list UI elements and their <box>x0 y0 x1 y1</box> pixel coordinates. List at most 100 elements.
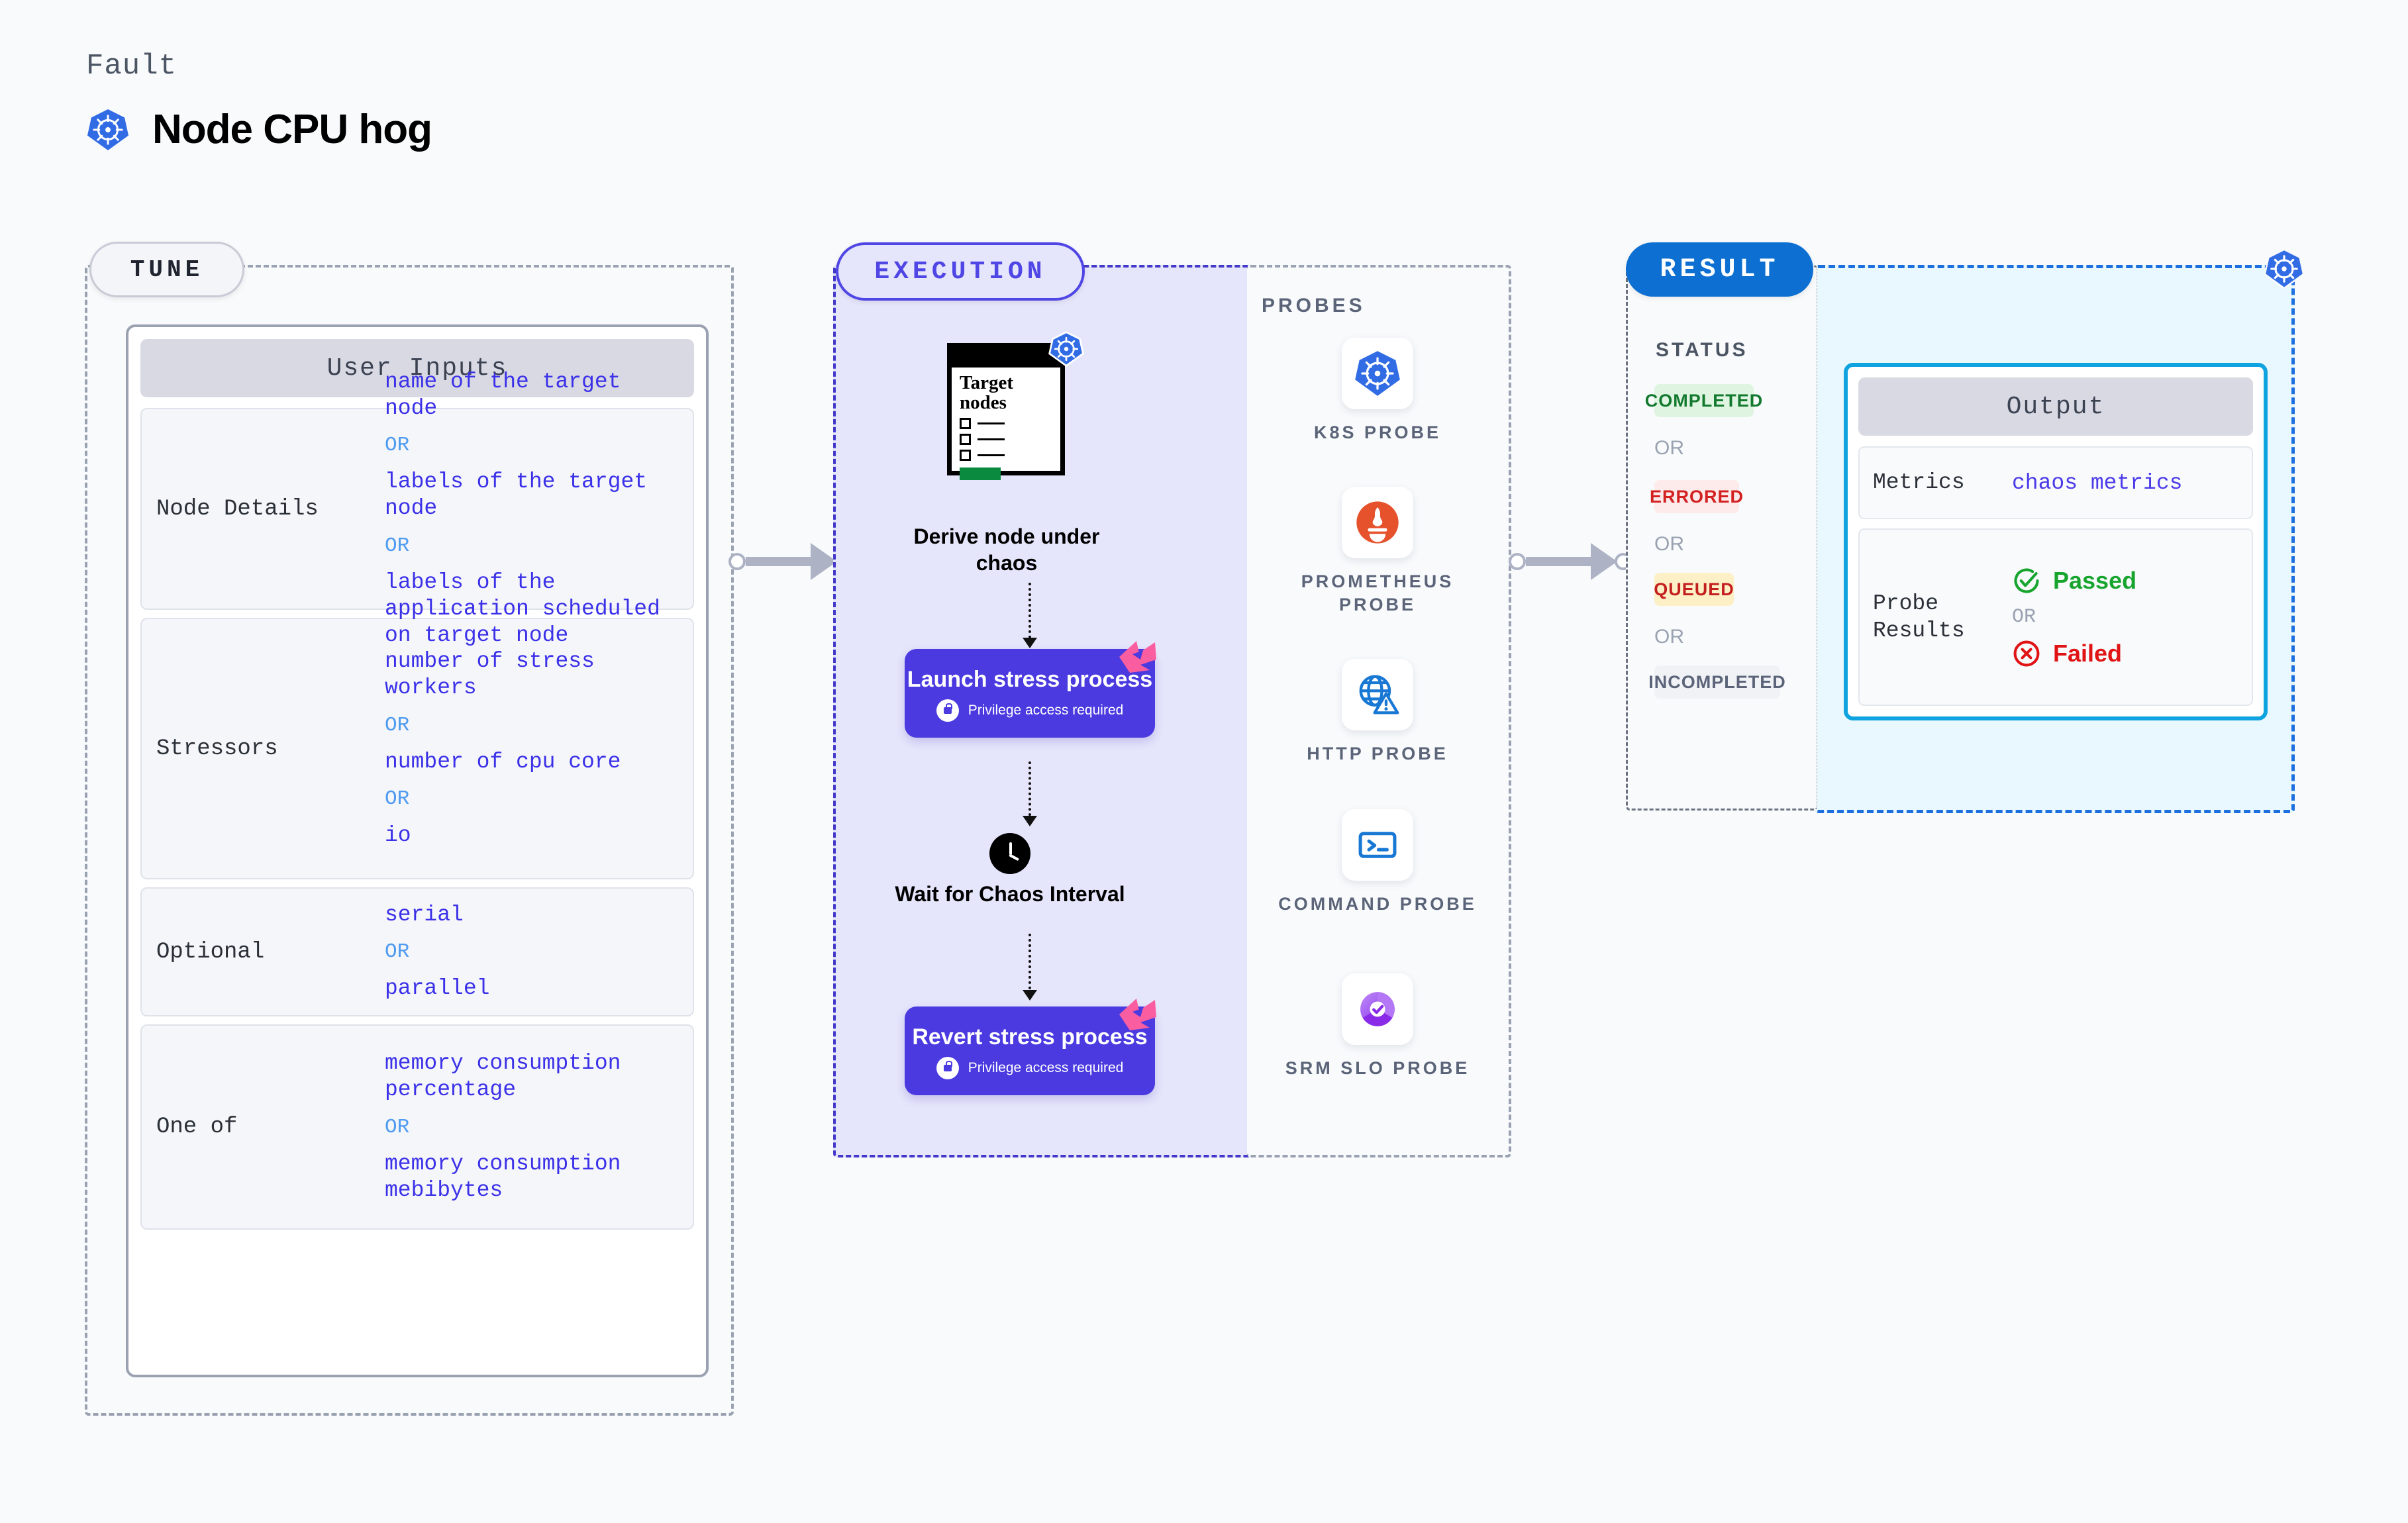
checkbox-icon <box>960 417 971 429</box>
probe-srm-slo[interactable]: SRM SLO PROBE <box>1268 973 1487 1080</box>
probe-result-failed: Failed <box>2012 639 2136 668</box>
or-separator: OR <box>385 940 410 963</box>
connector-arrow-icon <box>811 543 837 580</box>
or-separator: OR <box>385 534 410 558</box>
globe-warning-icon <box>1342 659 1413 730</box>
target-card-title-line1: Target <box>960 372 1014 393</box>
fault-kicker-label: Fault <box>86 50 177 83</box>
input-row-stressors: Stressors number of stress workers OR nu… <box>140 618 694 879</box>
status-badge-incompleted: INCOMPLETED <box>1648 665 1785 699</box>
x-circle-icon <box>2013 640 2040 667</box>
placeholder-line <box>978 454 1005 456</box>
kubernetes-icon <box>1342 338 1413 409</box>
chaos-ribbon-icon <box>1119 641 1156 673</box>
step-title: Revert stress process <box>912 1024 1148 1050</box>
connector-dot <box>728 553 746 570</box>
placeholder-line <box>978 438 1005 440</box>
user-inputs-card: User Inputs Node Details name of the tar… <box>126 324 709 1377</box>
output-row-key: Probe Results <box>1873 591 1965 643</box>
flow-arrow-icon <box>1023 990 1037 1001</box>
step-title: Launch stress process <box>907 667 1153 692</box>
or-separator: OR <box>385 434 410 458</box>
checkbox-row <box>952 449 1060 461</box>
page-title: Node CPU hog <box>152 107 432 152</box>
flow-connector <box>1028 762 1031 821</box>
target-card-title: Target nodes <box>952 368 1060 413</box>
input-value: serial <box>385 902 464 927</box>
input-value: memory consumption mebibytes <box>385 1151 621 1203</box>
target-card-title-line2: nodes <box>960 392 1007 414</box>
checkbox-row <box>952 417 1060 429</box>
input-value: number of cpu core <box>385 749 621 774</box>
result-status-region <box>1626 265 1817 811</box>
output-row-probe-results: Probe Results Passed OR Failed <box>1858 528 2253 706</box>
input-value: memory consumption percentage <box>385 1051 621 1103</box>
flow-arrow-icon <box>1023 816 1037 826</box>
step-revert-stress-process[interactable]: Revert stress process Privilege access r… <box>905 999 1156 1096</box>
user-inputs-title: User Inputs <box>140 339 694 397</box>
output-row-key: Metrics <box>1873 470 1965 495</box>
output-row-metrics: Metrics chaos metrics <box>1858 446 2253 519</box>
placeholder-line <box>978 422 1005 424</box>
step-subtitle-row: Privilege access required <box>905 699 1155 722</box>
derive-node-label: Derive node under chaos <box>913 524 1100 575</box>
or-separator: OR <box>1654 533 1684 555</box>
status-bar <box>960 467 1001 480</box>
status-badge-completed: COMPLETED <box>1645 384 1762 417</box>
chaos-ribbon-icon <box>1119 999 1156 1030</box>
probe-label: COMMAND PROBE <box>1278 894 1477 914</box>
step-launch-stress-process[interactable]: Launch stress process Privilege access r… <box>905 641 1156 738</box>
input-value: name of the target node <box>385 369 621 420</box>
checkbox-icon <box>960 433 971 445</box>
input-row-optional: Optional serial OR parallel <box>140 887 694 1016</box>
flow-connector <box>1028 583 1031 644</box>
input-value: parallel <box>385 976 490 1001</box>
clock-icon <box>989 833 1030 874</box>
input-row-node-details: Node Details name of the target node OR … <box>140 369 694 648</box>
probe-command[interactable]: COMMAND PROBE <box>1268 809 1487 916</box>
probe-http[interactable]: HTTP PROBE <box>1268 659 1487 765</box>
probe-k8s[interactable]: K8S PROBE <box>1268 338 1487 444</box>
probe-result-passed: Passed <box>2012 566 2136 595</box>
checkbox-icon <box>960 449 971 461</box>
output-card: Output Metrics chaos metrics Probe Resul… <box>1844 363 2268 720</box>
fault-title-row: Node CPU hog <box>86 106 432 153</box>
tune-region-label: TUNE <box>89 242 244 297</box>
connector-line <box>1526 557 1591 566</box>
or-separator: OR <box>1654 626 1684 648</box>
input-value: labels of the application scheduled on t… <box>385 569 660 648</box>
input-row-key: One of <box>156 1114 238 1140</box>
input-value: number of stress workers <box>385 649 595 701</box>
slo-donut-check-icon <box>1342 973 1413 1045</box>
status-badge-queued: QUEUED <box>1654 573 1734 606</box>
result-region-label: RESULT <box>1626 242 1813 297</box>
connector-line <box>746 557 811 566</box>
kubernetes-icon <box>86 108 130 152</box>
kubernetes-icon <box>2264 248 2305 293</box>
probe-label: PROMETHEUS PROBE <box>1301 571 1454 615</box>
step-subtitle: Privilege access required <box>968 1060 1124 1076</box>
status-badge-errored: ERRORED <box>1650 480 1743 513</box>
lock-icon <box>936 1057 959 1080</box>
terminal-icon <box>1342 809 1413 881</box>
prometheus-icon <box>1342 487 1413 558</box>
check-circle-icon <box>2014 568 2039 593</box>
input-row-key: Optional <box>156 939 265 965</box>
output-card-title: Output <box>1858 377 2253 436</box>
probe-label: SRM SLO PROBE <box>1285 1058 1470 1078</box>
input-row-key: Node Details <box>156 496 319 522</box>
probes-section-label: PROBES <box>1262 295 1366 317</box>
status-section-title: STATUS <box>1656 339 1748 361</box>
lock-icon <box>936 699 959 722</box>
input-value: io <box>385 822 411 848</box>
probe-prometheus[interactable]: PROMETHEUS PROBE <box>1268 487 1487 616</box>
connector-dot <box>1509 553 1526 570</box>
or-separator: OR <box>385 713 410 737</box>
or-separator: OR <box>2012 606 2036 628</box>
wait-chaos-interval-label: Wait for Chaos Interval <box>895 882 1125 906</box>
flow-arrow-icon <box>1023 638 1037 648</box>
flow-connector <box>1028 934 1031 995</box>
connector-execution-to-result <box>1509 543 1632 580</box>
input-value: labels of the target node <box>385 469 648 521</box>
step-subtitle-row: Privilege access required <box>905 1057 1155 1080</box>
